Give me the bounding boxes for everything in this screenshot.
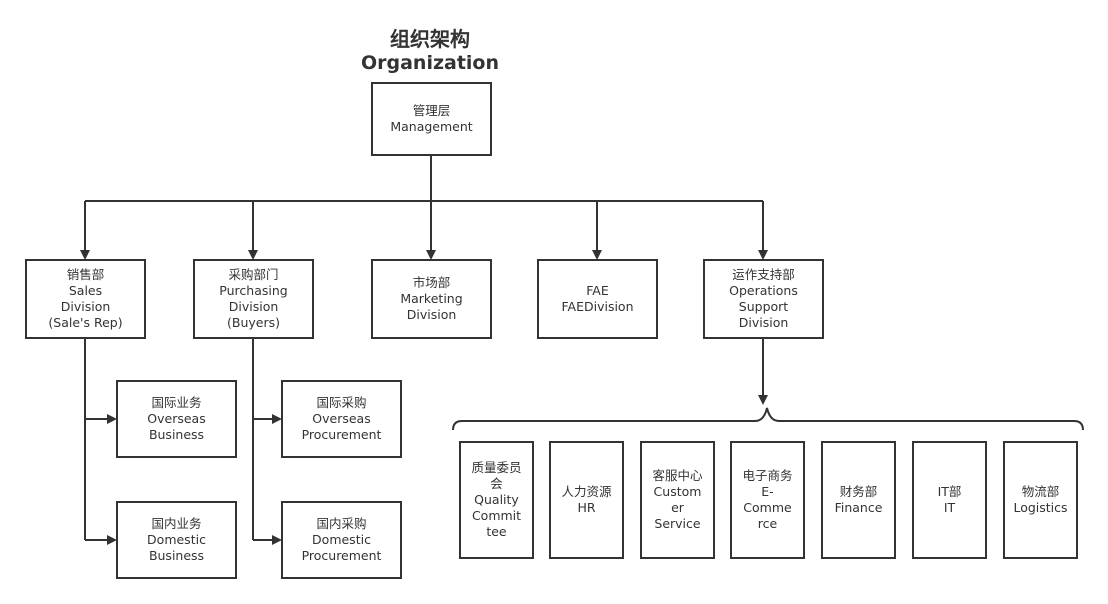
node-sales-overseas-line-2: Overseas bbox=[147, 411, 206, 426]
node-management: 管理层 Management bbox=[371, 82, 492, 156]
node-operations-line-2: Operations bbox=[729, 283, 798, 298]
node-fae: FAE FAEDivision bbox=[537, 259, 658, 339]
node-purchasing-overseas-line-1: 国际采购 bbox=[316, 395, 367, 410]
node-sales-overseas: 国际业务 Overseas Business bbox=[116, 380, 237, 458]
node-quality-line-4: Commit bbox=[471, 508, 522, 523]
title-en: Organization bbox=[360, 52, 500, 74]
node-purchasing-overseas-line-2: Overseas bbox=[312, 411, 371, 426]
node-ecommerce-line-3: Comme bbox=[743, 500, 792, 515]
node-sales-line-3: Division bbox=[60, 299, 111, 314]
node-logistics-line-1: 物流部 bbox=[1021, 484, 1060, 499]
node-customer-service-line-1: 客服中心 bbox=[652, 468, 703, 483]
node-marketing-line-1: 市场部 bbox=[412, 275, 451, 290]
node-sales-line-1: 销售部 bbox=[66, 267, 105, 282]
node-quality-line-1: 质量委员 bbox=[471, 460, 522, 475]
node-purchasing-line-4: (Buyers) bbox=[227, 315, 280, 330]
node-hr: 人力资源 HR bbox=[549, 441, 624, 559]
node-sales-line-4: (Sale's Rep) bbox=[48, 315, 123, 330]
title-cn: 组织架构 bbox=[390, 27, 470, 51]
node-operations-line-1: 运作支持部 bbox=[732, 267, 795, 282]
node-ecommerce: 电子商务 E- Comme rce bbox=[730, 441, 805, 559]
node-operations-line-4: Division bbox=[738, 315, 789, 330]
node-purchasing-line-2: Purchasing bbox=[219, 283, 288, 298]
node-operations-line-3: Support bbox=[738, 299, 789, 314]
node-sales-domestic-line-2: Domestic bbox=[147, 532, 206, 547]
node-purchasing-domestic: 国内采购 Domestic Procurement bbox=[281, 501, 402, 579]
node-logistics: 物流部 Logistics bbox=[1003, 441, 1078, 559]
node-sales-domestic-line-1: 国内业务 bbox=[151, 516, 202, 531]
node-logistics-line-2: Logistics bbox=[1013, 500, 1068, 515]
node-sales-domestic-line-3: Business bbox=[148, 548, 205, 563]
node-marketing-line-2: Marketing bbox=[400, 291, 463, 306]
node-marketing-line-3: Division bbox=[406, 307, 457, 322]
node-it-line-1: IT部 bbox=[937, 484, 962, 499]
node-customer-service-line-4: Service bbox=[654, 516, 701, 531]
node-customer-service-line-3: er bbox=[671, 500, 684, 515]
operations-brace bbox=[452, 407, 1084, 431]
node-purchasing-domestic-line-2: Domestic bbox=[312, 532, 371, 547]
node-sales: 销售部 Sales Division (Sale's Rep) bbox=[25, 259, 146, 339]
node-customer-service: 客服中心 Custom er Service bbox=[640, 441, 715, 559]
node-purchasing: 采购部门 Purchasing Division (Buyers) bbox=[193, 259, 314, 339]
node-sales-domestic: 国内业务 Domestic Business bbox=[116, 501, 237, 579]
node-marketing: 市场部 Marketing Division bbox=[371, 259, 492, 339]
node-ecommerce-line-4: rce bbox=[757, 516, 778, 531]
node-purchasing-overseas-line-3: Procurement bbox=[301, 427, 382, 442]
node-quality-line-3: Quality bbox=[474, 492, 519, 507]
node-finance: 财务部 Finance bbox=[821, 441, 896, 559]
node-it-line-2: IT bbox=[943, 500, 956, 515]
node-purchasing-domestic-line-1: 国内采购 bbox=[316, 516, 367, 531]
node-ecommerce-line-2: E- bbox=[761, 484, 774, 499]
node-purchasing-domestic-line-3: Procurement bbox=[301, 548, 382, 563]
node-sales-line-2: Sales bbox=[68, 283, 103, 298]
node-fae-line-2: FAEDivision bbox=[561, 299, 634, 314]
node-fae-line-1: FAE bbox=[586, 283, 609, 298]
node-operations: 运作支持部 Operations Support Division bbox=[703, 259, 824, 339]
node-sales-overseas-line-1: 国际业务 bbox=[151, 395, 202, 410]
node-hr-line-1: 人力资源 bbox=[561, 484, 612, 499]
node-it: IT部 IT bbox=[912, 441, 987, 559]
node-finance-line-1: 财务部 bbox=[839, 484, 878, 499]
node-ecommerce-line-1: 电子商务 bbox=[742, 468, 793, 483]
node-management-label-cn: 管理层 bbox=[412, 103, 451, 118]
node-customer-service-line-2: Custom bbox=[653, 484, 702, 499]
node-hr-line-2: HR bbox=[577, 500, 596, 515]
node-quality: 质量委员 会 Quality Commit tee bbox=[459, 441, 534, 559]
node-purchasing-overseas: 国际采购 Overseas Procurement bbox=[281, 380, 402, 458]
node-purchasing-line-1: 采购部门 bbox=[228, 267, 279, 282]
node-sales-overseas-line-3: Business bbox=[148, 427, 205, 442]
node-purchasing-line-3: Division bbox=[228, 299, 279, 314]
node-quality-line-2: 会 bbox=[490, 476, 503, 491]
node-quality-line-5: tee bbox=[486, 524, 507, 539]
node-management-label-en: Management bbox=[390, 119, 473, 134]
node-finance-line-2: Finance bbox=[834, 500, 883, 515]
